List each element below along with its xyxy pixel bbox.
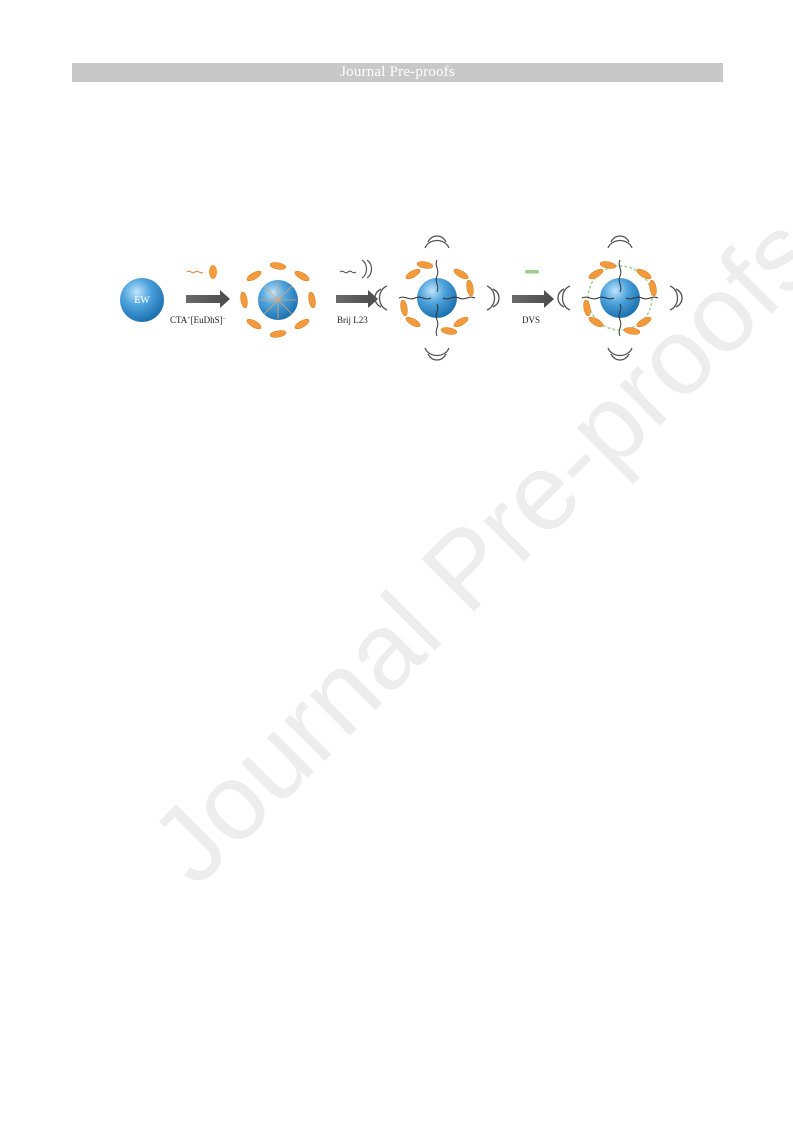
surfactant-head-icon [209,265,217,279]
step3-label: DVS [522,315,540,325]
step1-label-tail: [EuDhS] [191,315,223,325]
brij-core-sphere [417,278,457,318]
crosslinked-brij-chains [581,259,659,337]
stage-crosslinked [557,235,683,361]
journal-watermark: Journal Pre-proofs [126,191,793,906]
arrow-step-3: DVS [512,270,554,325]
step1-label-tail-sup: − [223,316,227,322]
core-label: EW [134,295,150,306]
step1-label: CTA [170,315,188,325]
stage-brij-coated [374,235,500,361]
svg-text:CTA+[EuDhS]−: CTA+[EuDhS]− [170,315,227,325]
arrow-step-1: CTA+[EuDhS]− [170,265,230,325]
brij-heads [374,235,500,361]
stage-core: EW [120,278,164,322]
step1-label-sup: + [187,316,191,322]
brij-chains [398,259,476,337]
surfactant-tail-icon [186,270,204,274]
journal-header-bar: Journal Pre-proofs [72,63,723,82]
synthesis-scheme-figure: EW CTA+[EuDhS]− [100,230,700,380]
step2-label: Brij L23 [337,315,368,325]
journal-header-title: Journal Pre-proofs [340,64,455,80]
crosslinked-brij-heads [557,235,683,361]
brij-head-icon [361,259,368,279]
crosslinked-core-sphere [600,278,640,318]
crosslinker-icon [525,270,539,274]
arrow-step-2: Brij L23 [336,259,378,325]
stage-surfactant-coated [239,261,317,339]
synthesis-scheme-svg: EW CTA+[EuDhS]− [120,235,683,361]
brij-tail-icon [339,270,357,274]
core-sphere [120,278,164,322]
